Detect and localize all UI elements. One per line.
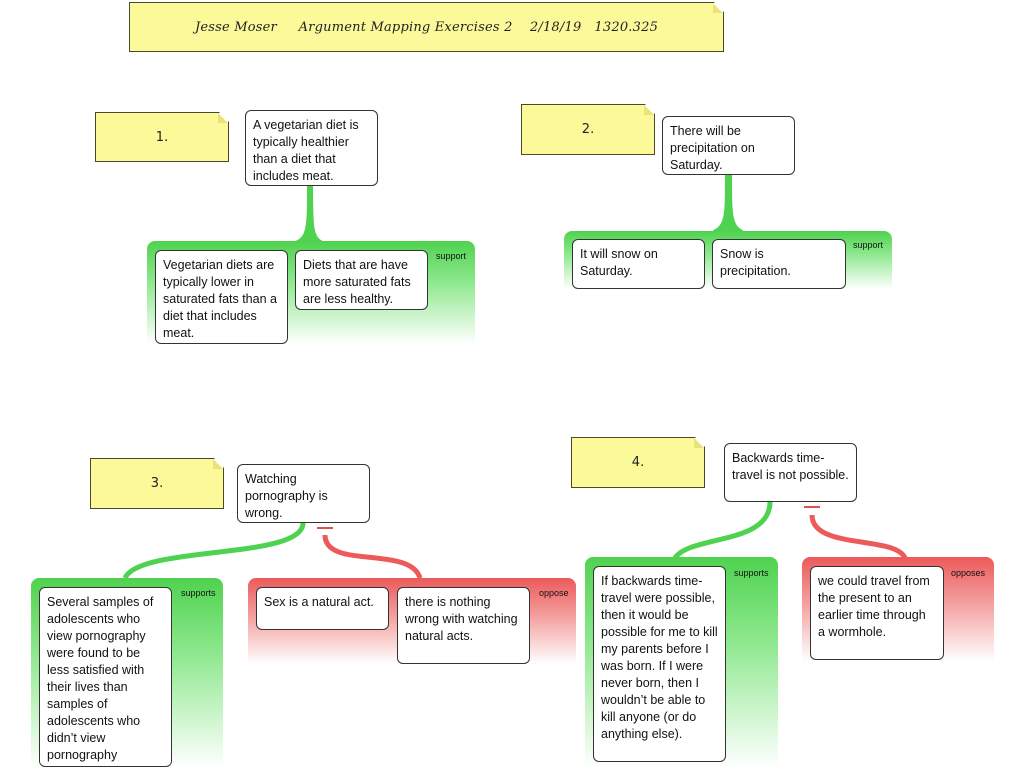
exercise-3-number: 3.: [150, 476, 164, 491]
exercise-1-reason-1[interactable]: Vegetarian diets are typically lower in …: [155, 250, 288, 344]
exercise-4-oppose-label: opposes: [951, 568, 986, 578]
connector-ex1-support: [295, 184, 324, 245]
exercise-4-number: 4.: [631, 455, 645, 470]
exercise-1-reason-2[interactable]: Diets that are have more saturated fats …: [295, 250, 428, 310]
exercise-4-reason-2[interactable]: we could travel from the present to an e…: [810, 566, 944, 660]
exercise-2-number-note: 2.: [521, 104, 655, 155]
document-date: 2/18/19: [529, 19, 582, 35]
exercise-1-number-note: 1.: [95, 112, 229, 162]
exercise-4-reason-1[interactable]: If backwards time-travel were possible, …: [593, 566, 726, 762]
exercise-3-number-note: 3.: [90, 458, 224, 509]
exercise-2-number: 2.: [581, 122, 595, 137]
connector-ex3-oppose: [322, 534, 423, 580]
author-name: Jesse Moser: [194, 19, 277, 35]
connector-ex2-support: [713, 173, 744, 234]
exercise-4-support-label: supports: [734, 568, 769, 578]
exercise-1-support-label: support: [436, 251, 467, 261]
exercise-4-number-note: 4.: [571, 437, 705, 488]
connector-ex4-oppose: [809, 514, 908, 560]
exercise-2-support-label: support: [853, 240, 884, 250]
exercise-3-reason-3[interactable]: there is nothing wrong with watching nat…: [397, 587, 530, 664]
exercise-4-oppose-marker: [804, 506, 820, 508]
document-title: Argument Mapping Exercises 2: [298, 19, 513, 35]
exercise-3-reason-1[interactable]: Several samples of adolescents who view …: [39, 587, 172, 767]
exercise-2-claim[interactable]: There will be precipitation on Saturday.: [662, 116, 795, 175]
exercise-3-oppose-label: oppose: [539, 588, 569, 598]
connector-ex4-support: [672, 501, 773, 560]
exercise-3-support-label: supports: [181, 588, 216, 598]
exercise-1-claim[interactable]: A vegetarian diet is typically healthier…: [245, 110, 378, 186]
connector-ex3-support: [122, 522, 306, 580]
exercise-1-number: 1.: [155, 129, 169, 145]
exercise-3-oppose-marker: [317, 527, 333, 529]
exercise-3-claim[interactable]: Watching pornography is wrong.: [237, 464, 370, 523]
exercise-2-reason-1[interactable]: It will snow on Saturday.: [572, 239, 705, 289]
exercise-4-claim[interactable]: Backwards time-travel is not possible.: [724, 443, 857, 502]
exercise-2-reason-2[interactable]: Snow is precipitation.: [712, 239, 846, 289]
exercise-3-reason-2[interactable]: Sex is a natural act.: [256, 587, 389, 630]
title-note: Jesse Moser Argument Mapping Exercises 2…: [129, 2, 724, 52]
course-number: 1320.325: [594, 19, 659, 35]
